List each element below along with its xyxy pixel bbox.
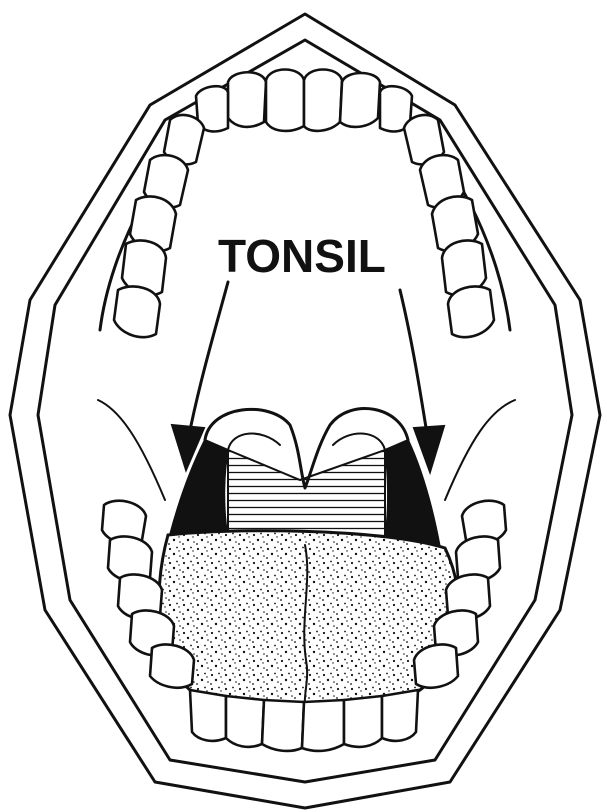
tooth [226,696,264,747]
left-cheek-line [98,400,165,500]
right-cheek-line [445,400,515,500]
tooth [228,72,266,127]
left-arch-inner [228,434,280,450]
tooth [114,286,160,337]
tooth [150,644,194,687]
tooth [190,690,226,741]
tooth [262,700,304,751]
tooth [302,700,344,751]
tooth [448,286,494,337]
tooth [340,73,380,127]
right-arch-inner [333,434,385,450]
left-arrow [172,282,228,470]
upper-teeth [114,70,494,338]
left-tonsil [170,440,228,540]
tooth [382,690,418,741]
tonsil-label: TONSIL [218,230,386,282]
tongue [159,531,459,707]
throat [228,450,385,540]
tooth [344,696,382,747]
tooth [266,70,304,131]
tooth [304,70,342,131]
tooth [414,644,458,687]
